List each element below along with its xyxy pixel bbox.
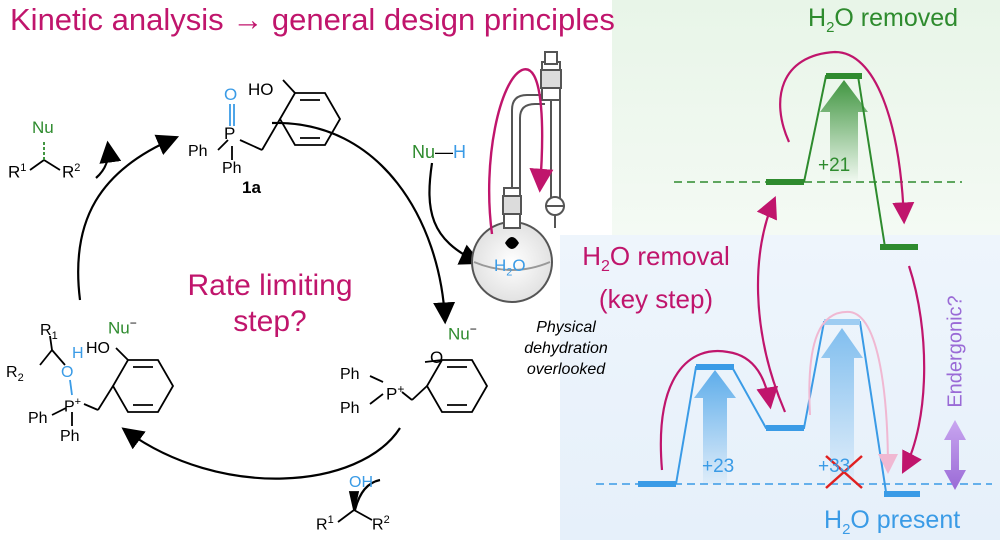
nu-bond: — — [435, 142, 454, 162]
catalyst-o: O — [224, 85, 238, 104]
alcohol-r2: R2 — [372, 514, 390, 534]
phosphonium-ph-2: Ph — [340, 400, 360, 417]
product-release-arrow — [95, 140, 122, 179]
endergonic-label: Endergonic? — [944, 295, 967, 408]
present-barrier-arrow-2 — [821, 328, 863, 484]
h2o-removed-label: H2O removed — [808, 4, 959, 36]
catalyst-p: P — [224, 124, 236, 143]
vapor-flow-arrow — [487, 68, 554, 235]
phosphonium-ph-1: Ph — [340, 366, 360, 383]
h2o-present-label: H2O present — [824, 506, 961, 538]
headline-right: general design principles — [271, 2, 615, 37]
intermediate-anion: Nu− — [108, 316, 137, 338]
phosphonium-anion: Nu− — [448, 322, 477, 344]
nu-h: H — [453, 142, 467, 162]
alcohol-structure — [337, 491, 373, 523]
nucleophile-entry-arrow — [428, 162, 482, 265]
intermediate-o: O — [61, 364, 74, 381]
headline-arrow: → — [232, 2, 264, 37]
removal-line-1: H2O removal — [582, 241, 730, 276]
dehydration-note: Physical dehydration overlooked — [524, 319, 608, 378]
product-nu: Nu — [32, 118, 54, 137]
catalyst-ph-1: Ph — [188, 143, 208, 160]
nu-text: Nu — [412, 142, 436, 162]
cycle-arrow-left — [77, 134, 180, 301]
intermediate-ho: HO — [86, 340, 110, 357]
intermediate-ph-1: Ph — [28, 410, 48, 427]
product-structure — [29, 140, 61, 171]
barrier-removed-value: +21 — [818, 155, 851, 176]
endergonic-label-wrap: Endergonic? — [936, 295, 976, 410]
intermediate-ph-2: Ph — [60, 428, 80, 445]
question-line-2: step? — [233, 305, 307, 338]
energy-diagram — [596, 50, 992, 497]
barrier-present-value-2: +33 — [818, 456, 851, 477]
alcohol-oh: OH — [349, 474, 373, 491]
intermediate-p: P+ — [64, 396, 82, 416]
stir-bar — [505, 237, 519, 249]
present-barrier-arrow-1 — [694, 370, 736, 484]
compound-label: 1a — [242, 178, 261, 197]
headline-left: Kinetic analysis — [10, 2, 224, 37]
phosphonium-p: P+ — [386, 382, 405, 404]
intermediate-h: H — [72, 345, 84, 362]
catalyst-ph-2: Ph — [222, 160, 242, 177]
headline: Kinetic analysis → general design princi… — [10, 2, 615, 38]
phosphonium-o: O — [430, 348, 444, 367]
dehydration-apparatus — [471, 51, 565, 303]
flask-water-label: H2O — [494, 256, 526, 279]
h2o-removal-label: H2O removal (key step) — [556, 240, 756, 315]
barrier-present-value-1: +23 — [702, 456, 735, 477]
product-r1: R1 — [8, 162, 27, 182]
nucleophile-reagent: Nu—H — [412, 142, 466, 163]
catalytic-cycle — [77, 121, 482, 511]
alkoxyphosphonium-structure — [39, 335, 175, 426]
oxaphosphole-structure — [369, 359, 489, 413]
removal-line-2: (key step) — [598, 284, 714, 315]
catalyst-ho: HO — [248, 80, 274, 99]
cycle-arrow-bottom — [121, 427, 401, 480]
present-panel-bg — [560, 235, 1000, 540]
removed-panel-bg — [612, 0, 1000, 235]
sieve-plug — [502, 195, 522, 215]
endergonic-arrow — [944, 420, 966, 490]
alcohol-entry-arrow — [353, 478, 381, 511]
product-r2: R2 — [62, 162, 81, 182]
rate-limiting-question: Rate limiting step? — [160, 268, 380, 340]
alcohol-r1: R1 — [316, 514, 334, 534]
removed-barrier-arrow — [820, 80, 868, 182]
question-line-1: Rate limiting — [187, 269, 353, 302]
intermediate-r2: R2 — [6, 364, 24, 385]
intermediate-r1: R1 — [40, 322, 58, 343]
catalyst-structure — [217, 79, 342, 160]
cycle-arrow-right — [271, 121, 456, 325]
